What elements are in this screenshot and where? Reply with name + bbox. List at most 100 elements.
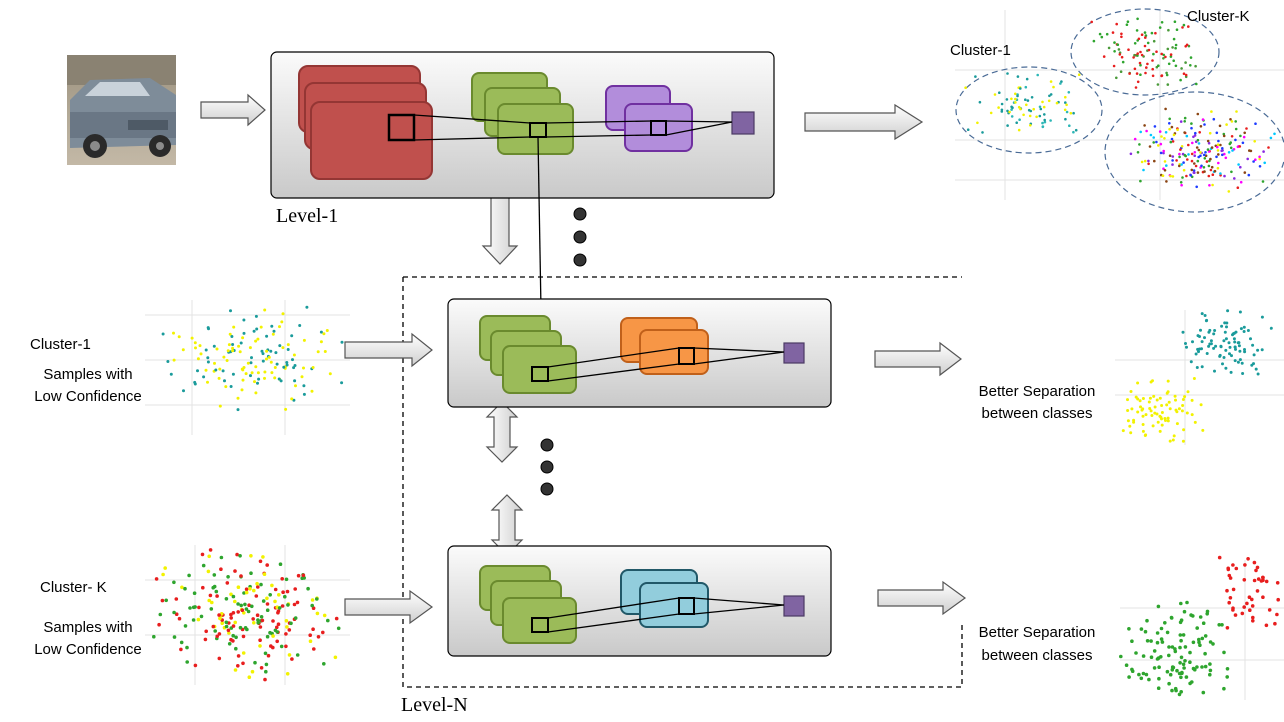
scatter-point bbox=[1236, 186, 1240, 189]
scatter-point bbox=[286, 603, 290, 607]
scatter-point bbox=[278, 325, 281, 329]
scatter-point bbox=[1202, 153, 1206, 157]
scatter-point bbox=[269, 349, 273, 353]
scatter-point bbox=[1160, 411, 1164, 414]
scatter-point bbox=[250, 371, 254, 375]
scatter-point bbox=[1203, 664, 1208, 669]
scatter-point bbox=[1024, 98, 1027, 101]
scatter-point bbox=[1006, 124, 1009, 127]
scatter-point bbox=[215, 347, 219, 351]
scatter-point bbox=[302, 366, 305, 370]
scatter-point bbox=[1191, 141, 1194, 145]
scatter-clusterk-input bbox=[145, 545, 350, 685]
scatter-point bbox=[236, 585, 241, 589]
cluster-1-samples-desc-1: Samples with bbox=[43, 366, 133, 383]
scatter-point bbox=[310, 389, 314, 393]
scatter-point bbox=[1241, 141, 1245, 145]
scatter-point bbox=[1199, 328, 1202, 332]
scatter-point bbox=[1267, 608, 1272, 612]
scatter-point bbox=[1146, 62, 1149, 66]
scatter-point bbox=[256, 381, 259, 385]
scatter-point bbox=[265, 602, 270, 606]
cluster-k-samples-title: Cluster- K bbox=[40, 579, 107, 596]
scatter-point bbox=[1229, 370, 1233, 374]
scatter-point bbox=[1165, 403, 1169, 407]
scatter-point bbox=[1208, 184, 1211, 187]
scatter-point bbox=[1167, 28, 1170, 32]
scatter-point bbox=[234, 646, 238, 651]
scatter-point bbox=[311, 627, 315, 631]
scatter-point bbox=[989, 111, 993, 115]
scatter-point bbox=[336, 626, 341, 631]
scatter-point bbox=[1129, 390, 1133, 393]
scatter-point bbox=[1191, 614, 1195, 618]
scatter-point bbox=[1186, 158, 1189, 161]
scatter-point bbox=[1198, 643, 1202, 647]
scatter-point bbox=[1233, 359, 1237, 363]
scatter-point bbox=[1090, 20, 1093, 24]
scatter-point bbox=[1162, 149, 1165, 153]
scatter-point bbox=[328, 372, 332, 376]
scatter-point bbox=[1139, 63, 1142, 67]
scatter-point bbox=[193, 341, 197, 345]
scatter-point bbox=[275, 639, 280, 644]
scatter-point bbox=[274, 351, 278, 355]
scatter-point bbox=[249, 374, 252, 378]
scatter-point bbox=[1179, 675, 1183, 680]
scatter-point bbox=[1166, 419, 1170, 423]
scatter-point bbox=[1184, 675, 1189, 679]
scatter-point bbox=[295, 600, 300, 605]
scatter-point bbox=[229, 385, 233, 388]
scatter-point bbox=[1151, 59, 1154, 62]
scatter-point bbox=[1231, 587, 1236, 592]
scatter-point bbox=[1255, 565, 1260, 570]
scatter-point bbox=[1118, 53, 1122, 56]
scatter-point bbox=[1211, 183, 1214, 187]
scatter-point bbox=[1183, 153, 1187, 157]
scatter-point bbox=[1184, 342, 1187, 345]
scatter-point bbox=[1149, 409, 1153, 413]
scatter-point bbox=[1157, 665, 1161, 669]
scatter-point bbox=[1049, 93, 1053, 96]
scatter-point bbox=[226, 628, 231, 633]
scatter-point bbox=[1136, 410, 1140, 414]
scatter-point bbox=[1126, 398, 1129, 402]
scatter-point bbox=[1150, 31, 1154, 35]
scatter-point bbox=[1231, 563, 1235, 567]
scatter-point bbox=[333, 655, 338, 660]
scatter-point bbox=[1195, 82, 1198, 86]
scatter-point bbox=[1213, 369, 1216, 373]
scatter-point bbox=[1133, 137, 1137, 141]
scatter-point bbox=[214, 589, 219, 594]
scatter-point bbox=[1273, 132, 1276, 136]
scatter-point bbox=[1153, 125, 1157, 128]
scatter-point bbox=[1216, 145, 1219, 149]
scatter-point bbox=[322, 613, 327, 618]
scatter-point bbox=[1180, 409, 1184, 413]
scatter-point bbox=[1144, 413, 1148, 417]
scatter-point bbox=[1197, 142, 1201, 145]
scatter-point bbox=[1017, 128, 1021, 132]
scatter-point bbox=[1225, 123, 1228, 126]
scatter-point bbox=[1127, 627, 1131, 631]
scatter-point bbox=[257, 377, 261, 381]
input-car-image bbox=[67, 55, 176, 165]
scatter-point bbox=[1168, 407, 1172, 411]
scatter-point bbox=[1187, 153, 1190, 156]
scatter-point bbox=[217, 656, 222, 661]
scatter-point bbox=[1182, 161, 1185, 164]
scatter-point bbox=[1275, 612, 1279, 617]
scatter-point bbox=[1152, 39, 1156, 43]
scatter-point bbox=[1190, 413, 1194, 417]
scatter-point bbox=[1243, 171, 1247, 174]
scatter-point bbox=[1042, 105, 1046, 109]
scatter-point bbox=[1156, 604, 1161, 609]
scatter-point bbox=[1204, 151, 1207, 154]
scatter-point bbox=[1254, 568, 1258, 573]
scatter-point bbox=[266, 653, 271, 658]
scatter-point bbox=[208, 593, 213, 598]
scatter-point bbox=[1211, 642, 1215, 646]
scatter-point bbox=[1153, 159, 1156, 163]
scatter-point bbox=[1059, 82, 1062, 85]
scatter-point bbox=[1182, 72, 1186, 75]
